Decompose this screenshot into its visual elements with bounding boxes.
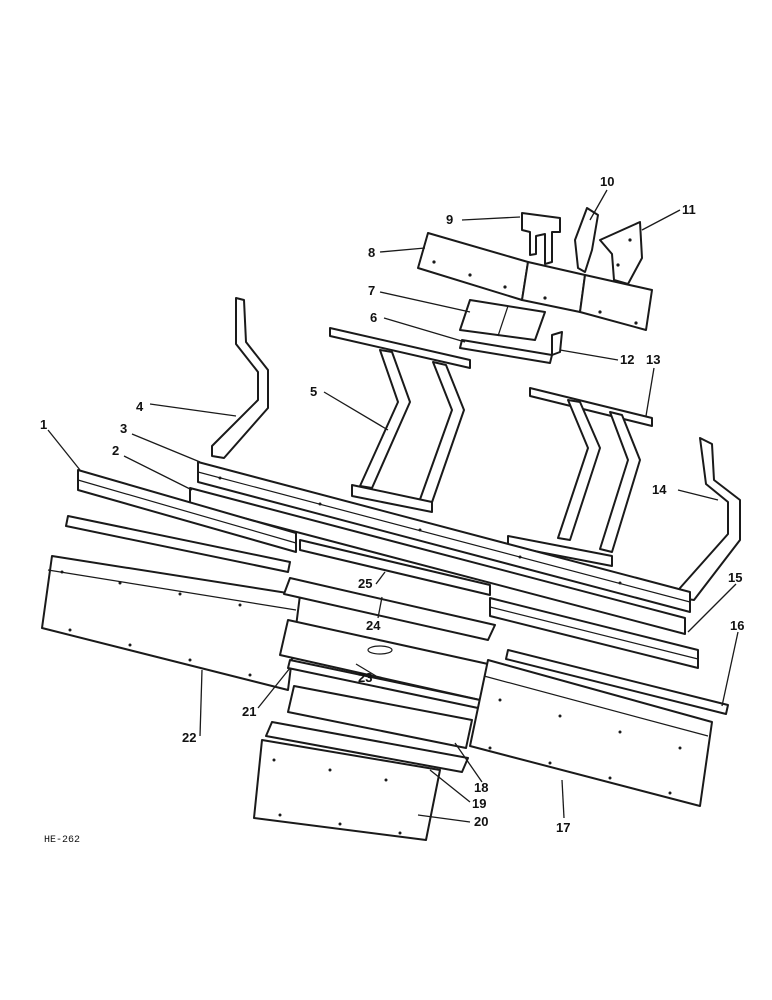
callout-2: 2	[112, 443, 119, 458]
callout-8: 8	[368, 245, 375, 260]
callout-21: 21	[242, 704, 256, 719]
callout-18: 18	[474, 780, 488, 795]
part-19-center-angle	[265, 721, 469, 773]
leader-lines	[47, 189, 739, 823]
part-8-top-cover	[417, 232, 653, 331]
callout-11: 11	[682, 202, 696, 217]
callout-22: 22	[182, 730, 196, 745]
part-2-long-channel	[189, 487, 686, 635]
callout-23: 23	[358, 670, 372, 685]
part-1-left-channel	[77, 469, 297, 553]
callout-25: 25	[358, 576, 372, 591]
callout-20: 20	[474, 814, 488, 829]
part-22-left-shield	[41, 555, 301, 691]
callout-14: 14	[652, 482, 667, 497]
callout-17: 17	[556, 820, 570, 835]
callout-15: 15	[728, 570, 742, 585]
part-5-frame	[329, 327, 471, 513]
part-25-bar	[299, 539, 491, 596]
callout-5: 5	[310, 384, 317, 399]
part-13-frame	[507, 387, 653, 567]
part-15-right-channel	[489, 597, 699, 669]
callout-24: 24	[366, 618, 381, 633]
part-18-center-plate	[287, 685, 473, 749]
part-4-arm	[211, 297, 269, 459]
part-6-strap	[459, 339, 553, 364]
part-7-pan	[459, 299, 546, 341]
part-16-right-strip	[505, 649, 729, 715]
part-12-clip	[551, 331, 563, 356]
callout-13: 13	[646, 352, 660, 367]
part-3-long-angle	[197, 461, 691, 613]
callout-9: 9	[446, 212, 453, 227]
callout-labels: 1 2 3 4 5 6 7 8 9 10 11 12 13 14 15 16 1…	[40, 174, 744, 835]
part-10-bracket	[574, 207, 599, 273]
callout-16: 16	[730, 618, 744, 633]
left-strip	[65, 515, 291, 573]
callout-3: 3	[120, 421, 127, 436]
part-17-right-shield	[469, 659, 713, 807]
part-24-center-channel	[283, 577, 496, 641]
callout-7: 7	[368, 283, 375, 298]
callout-4: 4	[136, 399, 144, 414]
callout-12: 12	[620, 352, 634, 367]
figure-code: HE-262	[44, 835, 80, 846]
part-9-bracket	[521, 212, 561, 265]
part-20-center-shield	[253, 739, 441, 841]
callout-19: 19	[472, 796, 486, 811]
callout-6: 6	[370, 310, 377, 325]
callout-1: 1	[40, 417, 47, 432]
callout-10: 10	[600, 174, 614, 189]
part-11-bracket	[599, 221, 643, 285]
